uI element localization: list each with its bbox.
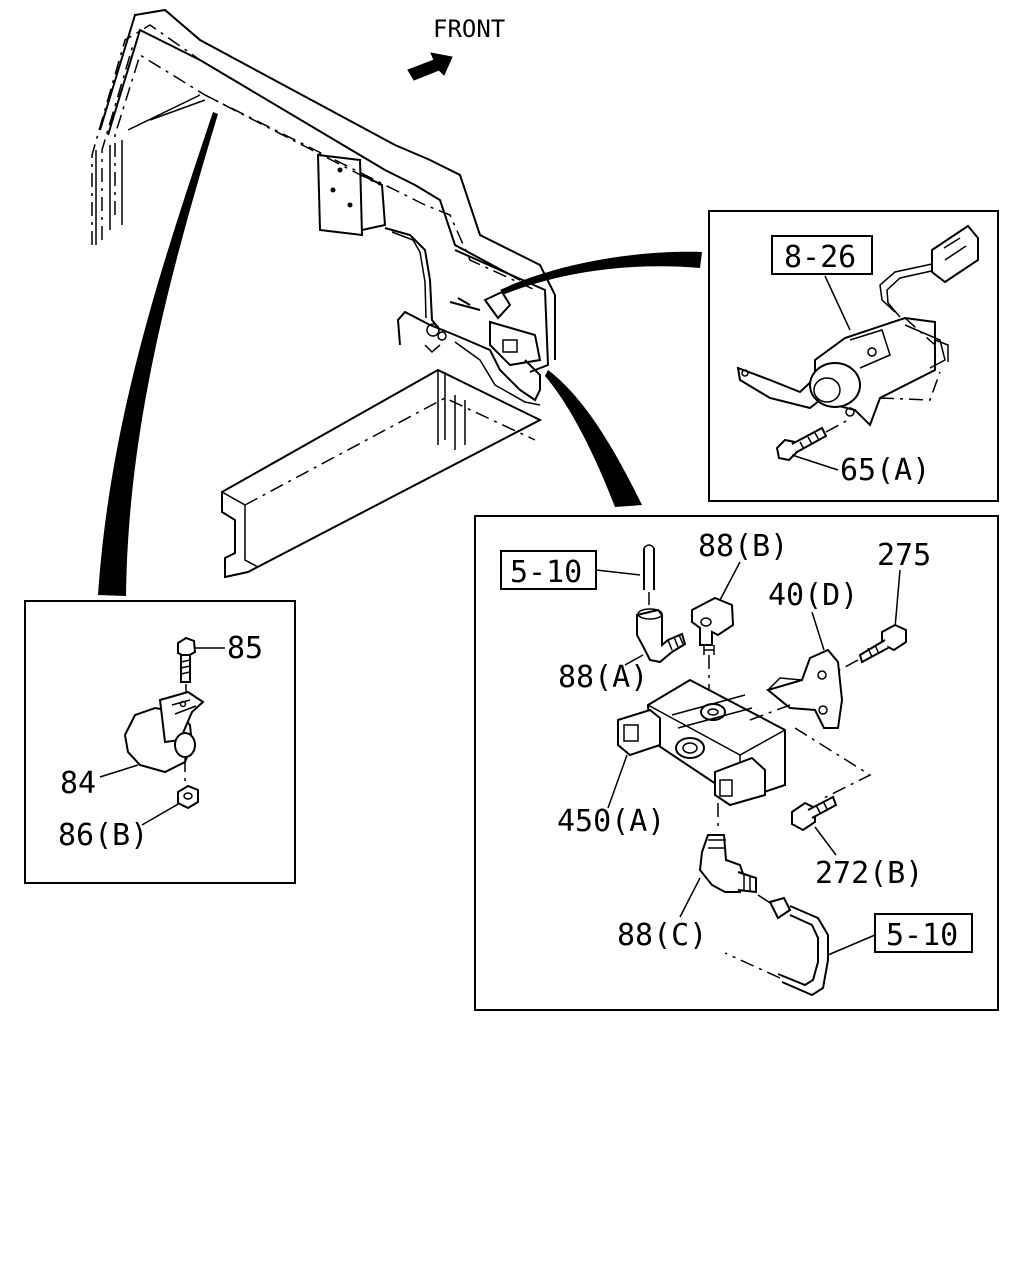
detail-box-8-26: 8-26 65(A) — [708, 210, 999, 502]
fitting-88b — [691, 596, 735, 700]
callout-88a: 88(A) — [558, 660, 648, 695]
bolt-272b — [791, 795, 838, 832]
bolt-275 — [829, 623, 907, 676]
callout-450a: 450(A) — [557, 804, 665, 839]
front-label: FRONT — [433, 15, 505, 43]
callout-40d: 40(D) — [768, 578, 858, 613]
callout-5-10-bottom: 5-10 — [886, 918, 958, 953]
detail-box-sensor-mount: 85 84 86(B) — [24, 600, 296, 884]
chassis-frame-overview — [91, 8, 556, 579]
bolt-65a — [775, 419, 849, 462]
callout-275: 275 — [877, 538, 931, 573]
front-arrow-icon — [407, 52, 453, 81]
fitting-88a — [636, 608, 687, 664]
sensor-84 — [123, 690, 205, 785]
callout-85: 85 — [227, 631, 263, 666]
callout-65a: 65(A) — [840, 453, 930, 488]
leader-curves — [98, 112, 702, 596]
callout-272b: 272(B) — [815, 856, 923, 891]
front-direction-indicator: FRONT — [407, 15, 505, 81]
nut-86b — [177, 784, 199, 810]
bracket-40d — [765, 648, 844, 729]
callout-84: 84 — [60, 766, 96, 801]
callout-88b: 88(B) — [698, 529, 788, 564]
callout-box-5-10-bottom — [874, 913, 973, 953]
callout-box-8-26 — [771, 235, 873, 275]
fitting-88c — [698, 803, 757, 894]
callout-8-26: 8-26 — [784, 240, 856, 275]
callout-5-10-top: 5-10 — [510, 555, 582, 590]
detail-box-valve-assembly: 5-10 88(B) 88(A) 275 — [474, 515, 999, 1011]
valve-450a — [617, 678, 872, 807]
callout-88c: 88(C) — [617, 918, 707, 953]
height-control-sensor — [736, 224, 979, 427]
bolt-85 — [177, 636, 197, 700]
callout-86b: 86(B) — [58, 818, 148, 853]
brake-pipe — [724, 894, 829, 997]
